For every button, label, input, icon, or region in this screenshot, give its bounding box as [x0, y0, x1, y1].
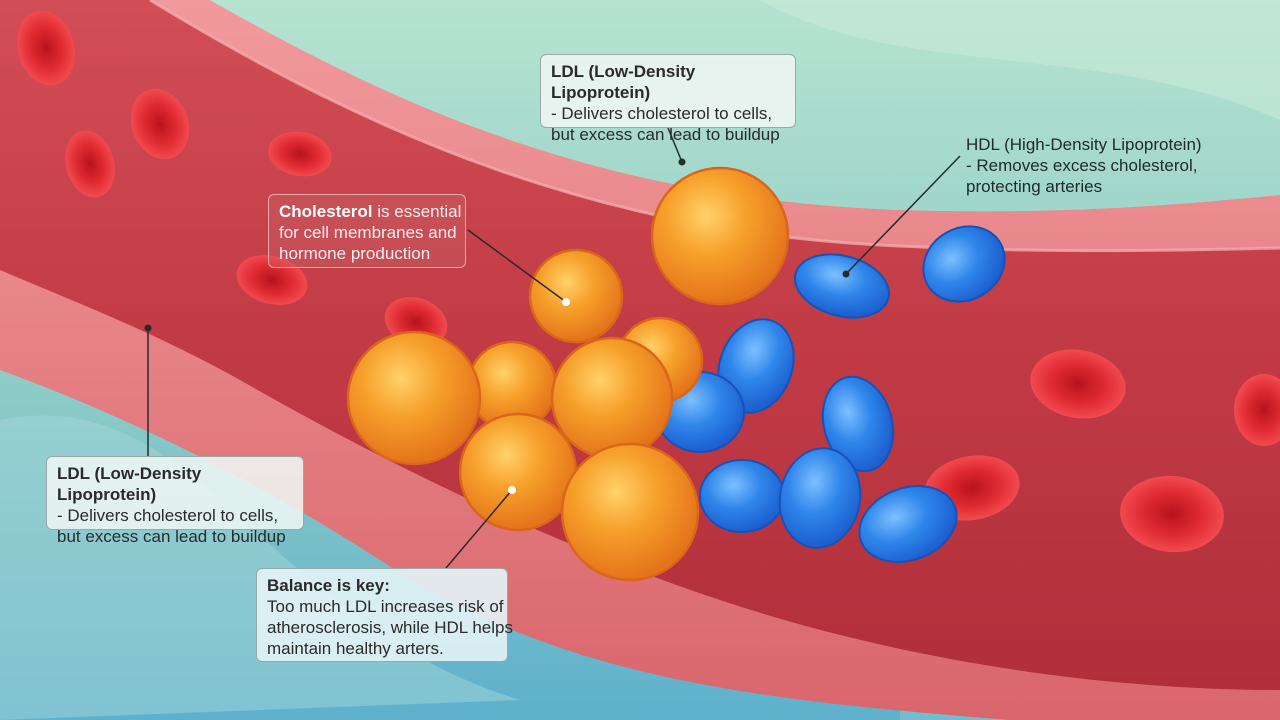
hdl-particle — [778, 447, 862, 549]
ldl-particle — [346, 330, 482, 466]
cholesterol-line: hormone production — [279, 244, 431, 263]
ldl-particle — [560, 442, 700, 582]
connector-dots-light — [508, 298, 570, 494]
connector-dot — [508, 486, 516, 494]
hdl-particles — [655, 225, 1006, 563]
connector-dot — [678, 158, 686, 166]
hdl-title: HDL (High-Density Lipoprotein) — [966, 135, 1202, 154]
hdl-line: protecting arteries — [966, 177, 1103, 196]
red-blood-cell — [1120, 475, 1224, 553]
hdl-line: - Removes excess cholesterol, — [966, 156, 1198, 175]
hdl-particle — [793, 253, 891, 319]
hdl-particle — [858, 485, 958, 563]
connector-dots — [144, 158, 850, 332]
balance-connector — [445, 489, 513, 569]
ldl-particle — [650, 166, 790, 306]
balance-label: Balance is key: Too much LDL increases r… — [256, 568, 513, 662]
ldl-top-connector — [667, 127, 683, 163]
hdl-label: HDL (High-Density Lipoprotein) - Removes… — [966, 134, 1236, 197]
ldl-particle — [550, 336, 674, 460]
hdl-particle — [821, 375, 895, 473]
red-blood-cell — [130, 88, 190, 160]
cholesterol-connector — [467, 229, 567, 303]
ldl-top-label: LDL (Low-Density Lipoprotein) - Delivers… — [540, 54, 796, 144]
cholesterol-title-rest: is essential — [372, 202, 462, 221]
ldl-top-line: but excess can lead to buildup — [551, 125, 780, 144]
red-blood-cell — [268, 131, 332, 177]
ldl-left-line: but excess can lead to buildup — [57, 527, 286, 546]
red-blood-cell — [1030, 349, 1126, 419]
ldl-particle — [458, 412, 578, 532]
ldl-left-title: LDL (Low-Density Lipoprotein) — [57, 464, 202, 504]
ldl-top-title: LDL (Low-Density Lipoprotein) — [551, 62, 696, 102]
red-blood-cell — [17, 10, 75, 86]
ldl-left-line: - Delivers cholesterol to cells, — [57, 506, 279, 525]
connector-dot — [562, 298, 570, 306]
ldl-particles — [346, 166, 790, 582]
callout-lines — [147, 127, 961, 569]
connector-dot — [144, 324, 152, 332]
red-blood-cell — [65, 130, 115, 198]
cholesterol-title-line: Cholesterol is essential — [279, 201, 461, 222]
red-blood-cell — [1234, 374, 1280, 446]
cholesterol-line: for cell membranes and — [279, 223, 457, 242]
hdl-particle — [922, 225, 1006, 303]
cholesterol-label: Cholesterol is essential for cell membra… — [268, 194, 466, 268]
ldl-top-line: - Delivers cholesterol to cells, — [551, 104, 773, 123]
ldl-particle — [528, 248, 624, 344]
ldl-left-label: LDL (Low-Density Lipoprotein) - Delivers… — [46, 456, 304, 546]
balance-title: Balance is key: — [267, 576, 390, 595]
hdl-particle — [699, 459, 785, 533]
connector-dot — [842, 270, 850, 278]
background-swirl — [760, 0, 1280, 120]
vessel-inner-edge — [149, 0, 1280, 253]
balance-line: Too much LDL increases risk of — [267, 597, 504, 616]
balance-line: maintain healthy arters. — [267, 639, 444, 658]
balance-line: atherosclerosis, while HDL helps — [267, 618, 513, 637]
cholesterol-title: Cholesterol — [279, 202, 373, 221]
hdl-connector — [845, 155, 961, 275]
